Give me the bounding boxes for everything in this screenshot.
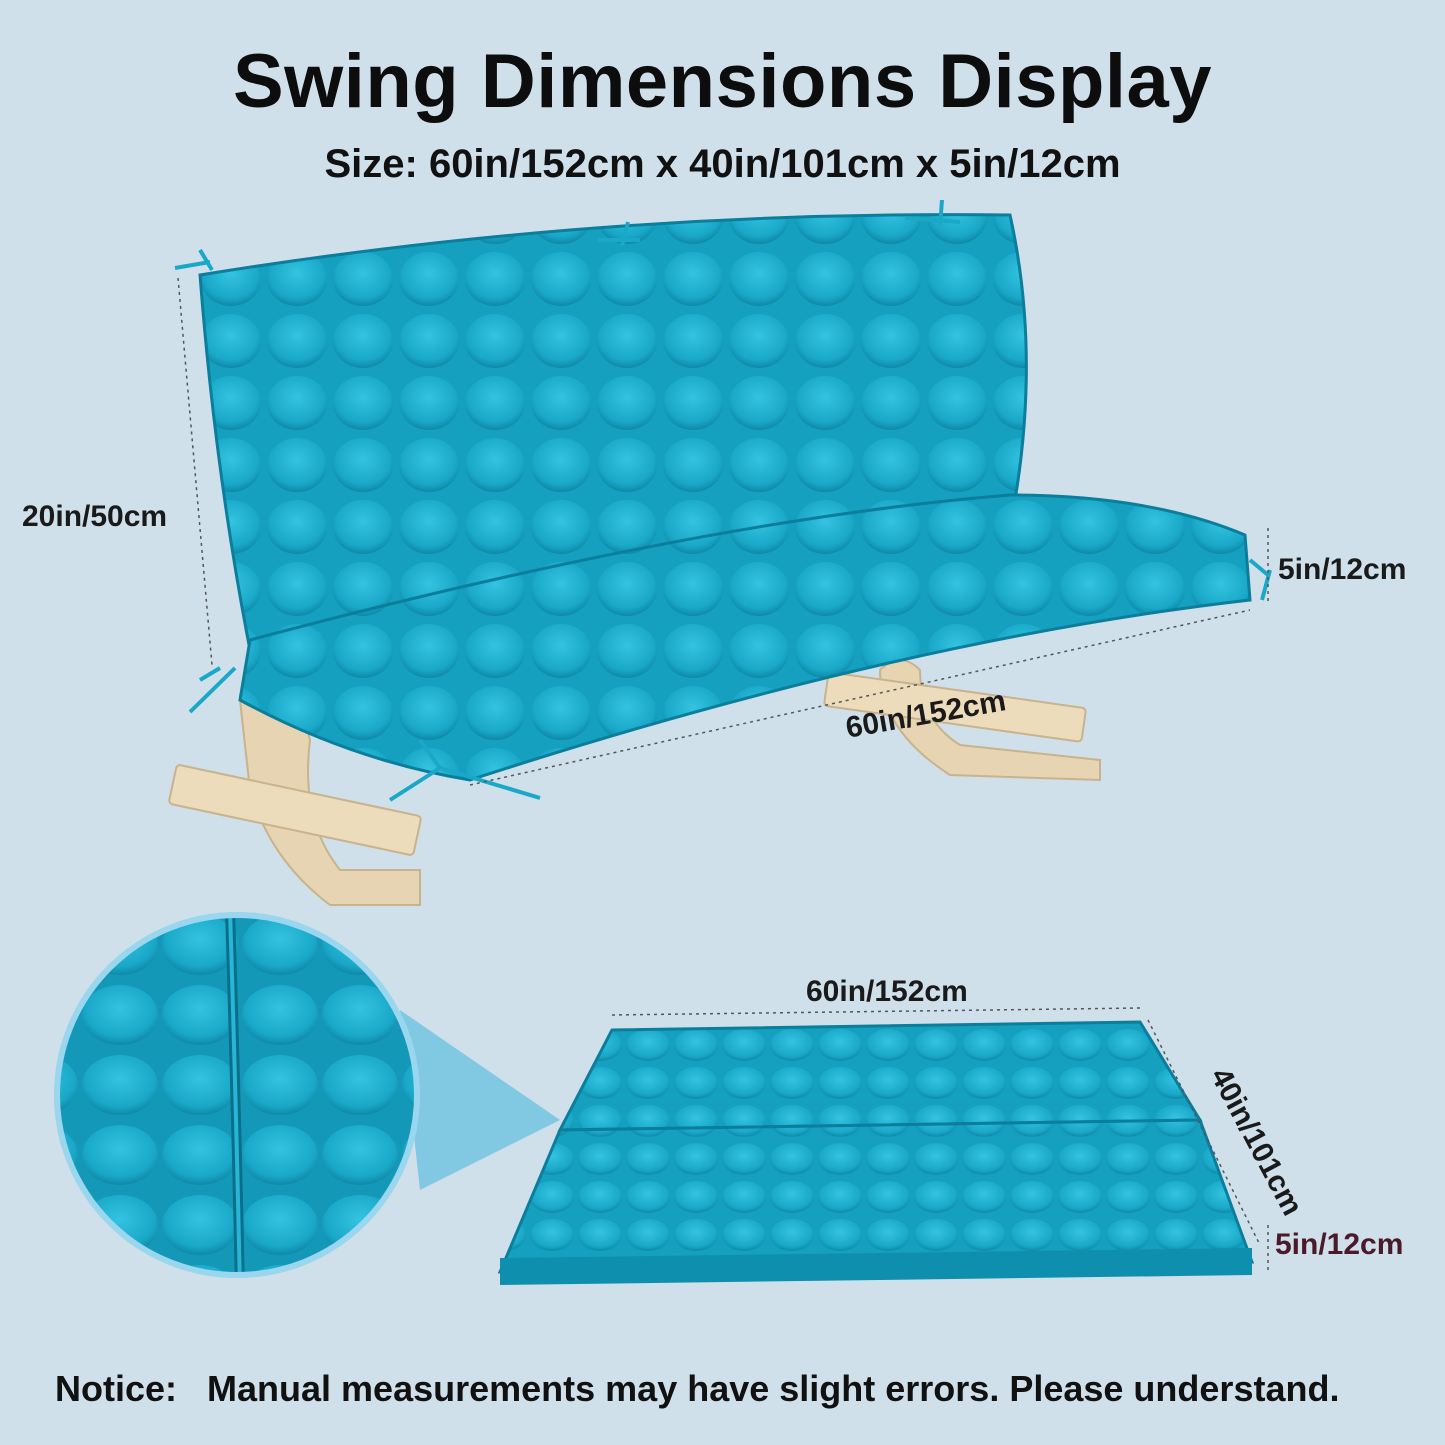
flat-dimension-lines (611, 1007, 1269, 1272)
swing-frame (168, 659, 1101, 906)
seat-cushion (238, 493, 1252, 782)
flat-cushion (497, 1020, 1255, 1285)
notice-label: Notice: (55, 1368, 178, 1409)
flat-length-label: 60in/152cm (806, 975, 968, 1008)
zoom-connector (400, 1010, 560, 1190)
page-title: Swing Dimensions Display (232, 39, 1213, 124)
zoom-detail-circle (54, 912, 420, 1278)
swing-height-label: 20in/50cm (22, 500, 168, 533)
swing-thickness-label: 5in/12cm (1278, 553, 1407, 586)
cushion-ties (174, 199, 1272, 802)
notice-bar: Notice: Manual measurements may have slig… (55, 1368, 1425, 1410)
notice-text: Manual measurements may have slight erro… (207, 1368, 1340, 1409)
swing-dimension-lines (177, 277, 1269, 786)
size-summary: Size: 60in/152cm x 40in/101cm x 5in/12cm (324, 142, 1121, 186)
flat-thickness-label: 5in/12cm (1275, 1228, 1404, 1261)
